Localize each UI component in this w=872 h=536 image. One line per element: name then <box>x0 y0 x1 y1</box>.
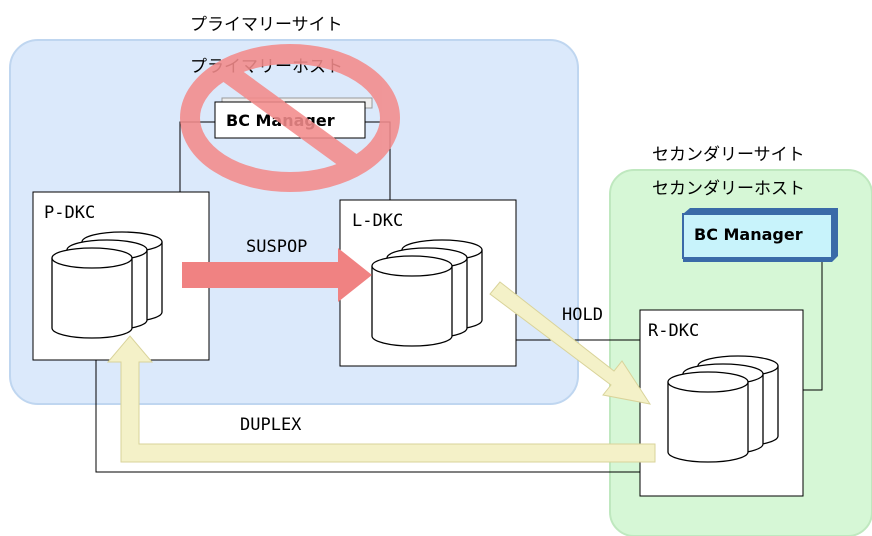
r-dkc: R-DKC <box>639 309 804 497</box>
hold-arrow: HOLD <box>489 281 652 405</box>
suspop-label: SUSPOP <box>246 237 307 257</box>
p-to-r-connection <box>95 360 640 473</box>
hold-label: HOLD <box>562 305 603 325</box>
l-dkc: L-DKC <box>339 199 517 367</box>
p-dkc: P-DKC <box>32 191 210 361</box>
secondary-host-label: セカンダリーホスト <box>652 179 805 199</box>
secondary-bc-manager: BC Manager <box>682 208 838 262</box>
duplex-arrow: DUPLEX <box>106 335 656 463</box>
secondary-site-label: セカンダリーサイト <box>652 145 805 165</box>
suspop-arrow: SUSPOP <box>182 237 372 302</box>
primary-site-label: プライマリーサイト <box>190 15 343 35</box>
secondary-host-link <box>803 262 823 391</box>
p-dkc-label: P-DKC <box>44 203 95 223</box>
l-dkc-label: L-DKC <box>352 211 403 231</box>
prohibited-icon <box>180 44 400 192</box>
secondary-bc-manager-label: BC Manager <box>694 225 803 244</box>
duplex-label: DUPLEX <box>240 415 302 435</box>
r-dkc-label: R-DKC <box>648 321 699 341</box>
